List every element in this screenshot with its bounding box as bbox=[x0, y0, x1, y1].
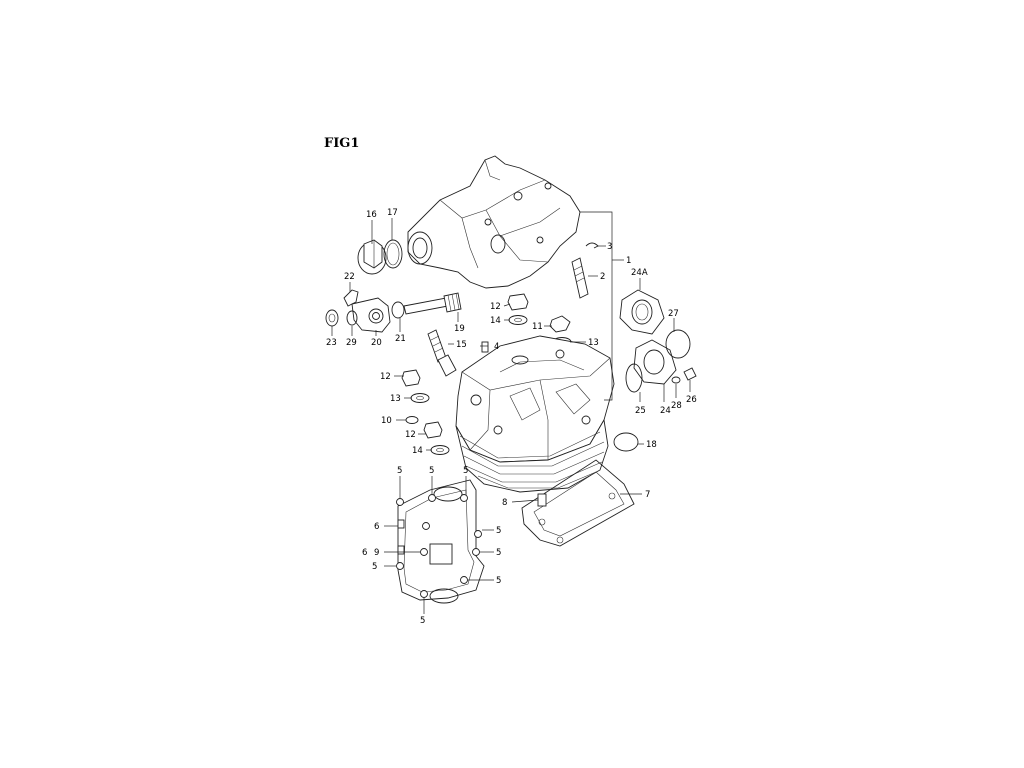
part-24a-insulator bbox=[619, 289, 665, 335]
callout-22: 22 bbox=[344, 272, 355, 282]
callout-20: 20 bbox=[371, 338, 382, 348]
leader-lines bbox=[331, 211, 691, 614]
callout-29: 29 bbox=[346, 338, 357, 348]
callout-2: 2 bbox=[600, 272, 605, 282]
part-7-base-gasket bbox=[521, 459, 635, 547]
part-10-washer bbox=[405, 416, 419, 424]
part-26-screw bbox=[683, 367, 697, 381]
callout-5: 5 bbox=[372, 562, 377, 572]
callout-26: 26 bbox=[686, 395, 697, 405]
callout-5: 5 bbox=[463, 466, 468, 476]
part-12-cap-nut-upper bbox=[507, 293, 529, 311]
callout-9: 9 bbox=[374, 548, 379, 558]
part-15-spark-plug bbox=[427, 329, 457, 377]
callout-25: 25 bbox=[635, 406, 646, 416]
callout-12: 12 bbox=[405, 430, 416, 440]
figure-title: FIG1 bbox=[324, 136, 359, 151]
callout-17: 17 bbox=[387, 208, 398, 218]
part-12-cap-nut-lower bbox=[423, 421, 443, 439]
callout-16: 16 bbox=[366, 210, 377, 220]
part-14-washer-upper bbox=[508, 315, 528, 325]
part-11-nut bbox=[549, 315, 571, 333]
part-22-bolt bbox=[343, 289, 359, 307]
callout-5: 5 bbox=[496, 548, 501, 558]
part-3-clip bbox=[585, 242, 599, 249]
bolt-holes-5 bbox=[396, 494, 482, 598]
cylinder-block bbox=[455, 418, 609, 493]
callout-14: 14 bbox=[490, 316, 501, 326]
callout-1: 1 bbox=[626, 256, 631, 266]
callout-6: 6 bbox=[374, 522, 379, 532]
part-17-o-ring bbox=[383, 239, 403, 269]
callout-labels: 1 2 3 4 5 5 5 5 5 5 5 5 6 6 9 7 8 10 11 … bbox=[326, 208, 697, 626]
part-8-dowel bbox=[537, 493, 547, 507]
callout-5: 5 bbox=[429, 466, 434, 476]
callout-27: 27 bbox=[668, 309, 679, 319]
callout-7: 7 bbox=[645, 490, 650, 500]
callout-5: 5 bbox=[420, 616, 425, 626]
callout-24a: 24A bbox=[631, 268, 648, 278]
callout-5: 5 bbox=[496, 526, 501, 536]
callout-12: 12 bbox=[490, 302, 501, 312]
callout-14: 14 bbox=[412, 446, 423, 456]
part-24-intake-pipe bbox=[633, 339, 677, 385]
part-20-drive-housing bbox=[351, 297, 391, 333]
part-14-washer-lower bbox=[430, 445, 450, 455]
callout-3: 3 bbox=[607, 242, 612, 252]
part-25-o-ring bbox=[625, 363, 643, 393]
callout-19: 19 bbox=[454, 324, 465, 334]
callout-18: 18 bbox=[646, 440, 657, 450]
part-27-clamp bbox=[665, 329, 691, 359]
callout-8: 8 bbox=[502, 498, 507, 508]
part-12-cap-nut-mid bbox=[401, 369, 421, 387]
callout-13: 13 bbox=[390, 394, 401, 404]
part-18-plug bbox=[613, 432, 639, 452]
part-21-o-ring bbox=[391, 301, 405, 319]
part-13-washer-left bbox=[410, 393, 430, 403]
callout-4: 4 bbox=[494, 342, 499, 352]
part-29-washer bbox=[346, 310, 358, 326]
callout-21: 21 bbox=[395, 334, 406, 344]
part-2-stud bbox=[571, 257, 589, 299]
callout-28: 28 bbox=[671, 401, 682, 411]
part-6-dowels bbox=[397, 519, 405, 555]
callout-5: 5 bbox=[397, 466, 402, 476]
callout-23: 23 bbox=[326, 338, 337, 348]
callout-11: 11 bbox=[532, 322, 543, 332]
callout-5: 5 bbox=[496, 576, 501, 586]
callout-6: 6 bbox=[362, 548, 367, 558]
part-23-seal bbox=[325, 309, 339, 327]
cylinder-head-cover bbox=[407, 155, 581, 289]
callout-12: 12 bbox=[380, 372, 391, 382]
part-16-filler-cap bbox=[357, 239, 387, 275]
part-19-drive-gear bbox=[403, 292, 462, 315]
head-cover-gasket bbox=[397, 479, 485, 604]
callout-13: 13 bbox=[588, 338, 599, 348]
callout-24: 24 bbox=[660, 406, 671, 416]
callout-15: 15 bbox=[456, 340, 467, 350]
part-28-washer bbox=[671, 376, 681, 384]
part-4-dowel bbox=[481, 341, 489, 353]
callout-10: 10 bbox=[381, 416, 392, 426]
